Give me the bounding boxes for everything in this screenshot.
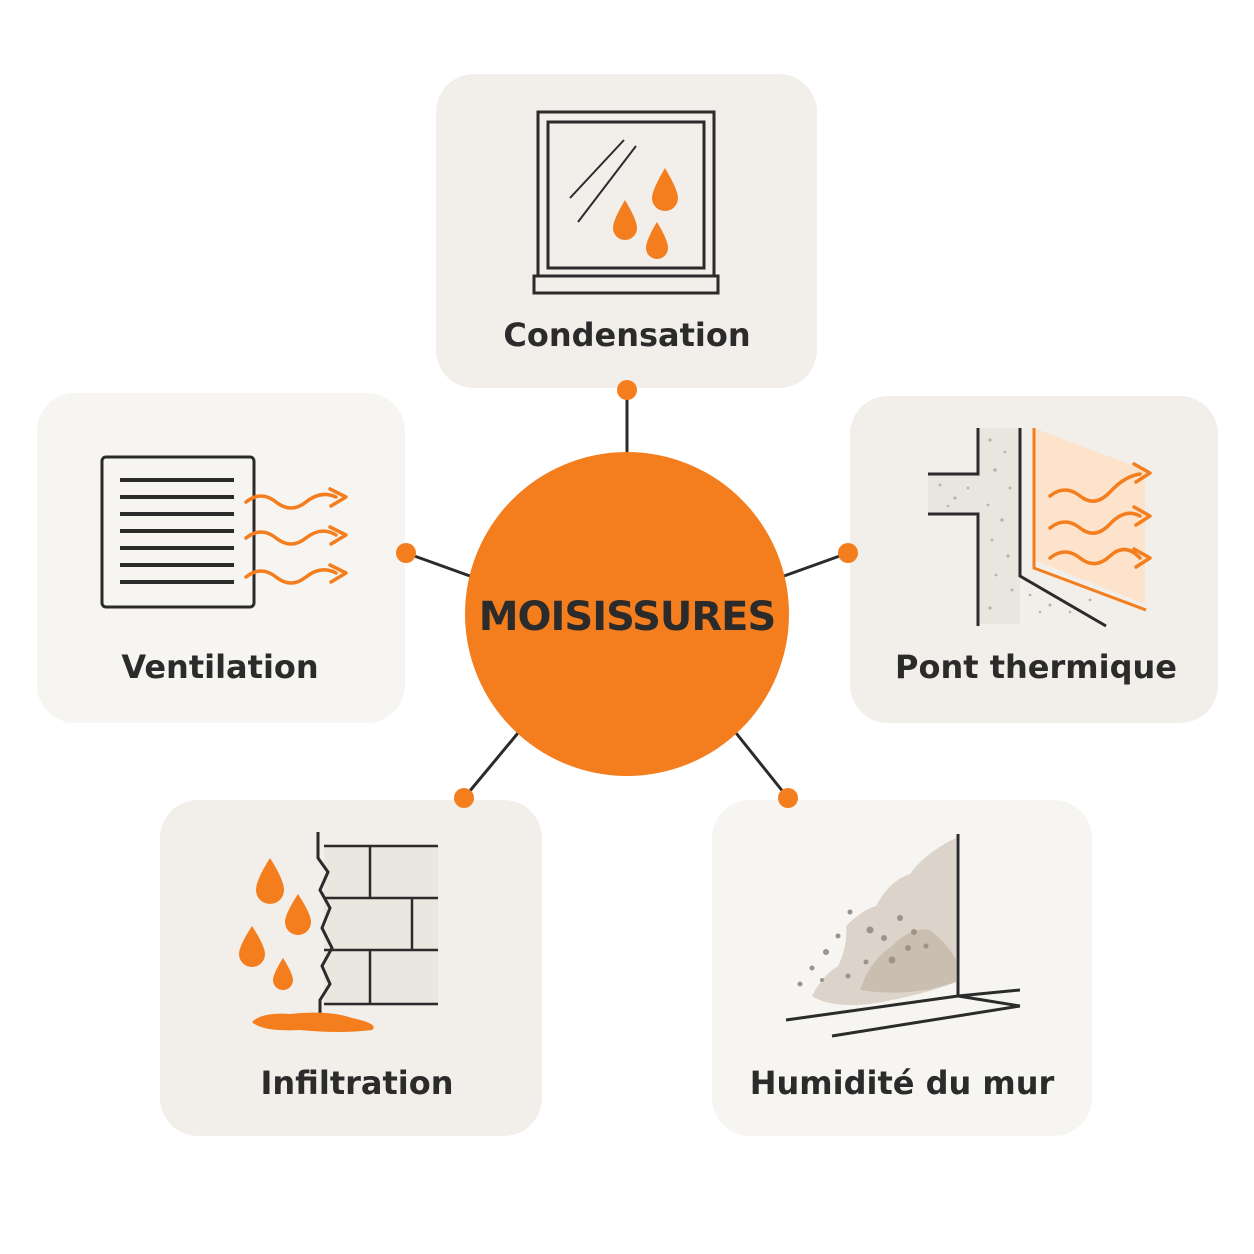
- damp-wall-corner-icon: [785, 834, 1021, 1038]
- card-pont-thermique[interactable]: Pont thermique: [850, 396, 1218, 723]
- dot-pont-thermique: [838, 543, 858, 563]
- window-condensation-icon: [532, 110, 720, 295]
- center-label: MOISISSURES: [479, 594, 776, 640]
- dot-humidite: [778, 788, 798, 808]
- card-humidite-du-mur[interactable]: Humidité du mur: [712, 800, 1092, 1136]
- card-ventilation[interactable]: Ventilation: [37, 393, 405, 723]
- connector-humidite: [734, 732, 790, 799]
- center-hub[interactable]: MOISISSURES: [465, 452, 789, 776]
- card-label-infiltration: Infiltration: [260, 1064, 453, 1102]
- center-circle: [465, 452, 789, 776]
- cracked-wall-leak-icon: [239, 832, 438, 1032]
- dot-infiltration: [454, 788, 474, 808]
- card-condensation[interactable]: Condensation: [436, 74, 817, 388]
- thermal-bridge-icon: [928, 428, 1152, 628]
- dot-condensation: [617, 380, 637, 400]
- card-label-pont-thermique: Pont thermique: [895, 648, 1177, 686]
- card-infiltration[interactable]: Infiltration: [160, 800, 542, 1136]
- card-label-humidite-du-mur: Humidité du mur: [750, 1064, 1055, 1102]
- card-label-condensation: Condensation: [503, 316, 750, 354]
- connector-infiltration: [462, 732, 520, 799]
- connector-pont-thermique: [783, 551, 849, 578]
- card-background: [37, 393, 405, 723]
- card-label-ventilation: Ventilation: [121, 648, 318, 686]
- dot-ventilation: [396, 543, 416, 563]
- connector-dots: [396, 380, 858, 808]
- vent-airflow-icon: [100, 455, 348, 609]
- connector-ventilation: [405, 551, 471, 578]
- connectors: [405, 390, 849, 799]
